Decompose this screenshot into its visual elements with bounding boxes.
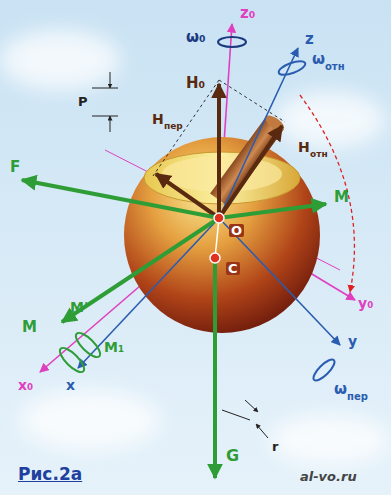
- omega-label: ω: [312, 52, 325, 67]
- force-label: F: [10, 160, 20, 175]
- figure-caption: Рис.2а: [18, 466, 82, 483]
- clouds: [0, 30, 390, 465]
- momentum-label: H₀: [186, 76, 205, 91]
- subscript: отн: [325, 62, 345, 72]
- omega-label: ω₀: [186, 30, 206, 45]
- moment-label: M: [22, 320, 37, 335]
- subscript: пер: [347, 392, 368, 402]
- force-vectors: [22, 180, 326, 478]
- axis-label: z: [305, 32, 314, 47]
- dimension-label: r: [272, 440, 278, 453]
- o-c-link: [215, 218, 219, 258]
- axis-label: x₀: [18, 378, 33, 392]
- moment-label: M: [334, 190, 349, 205]
- subscript: пер: [164, 122, 183, 131]
- axis-label: y₀: [358, 296, 373, 310]
- dimension-label: P: [78, 95, 88, 108]
- moment-label: M₁: [104, 340, 124, 354]
- point-o: [214, 213, 224, 223]
- axis-label: y: [348, 334, 357, 348]
- gyro-rod: [210, 113, 287, 207]
- momentum-vectors: [156, 84, 282, 218]
- dimension-p: [92, 72, 118, 132]
- point-label: O: [229, 224, 244, 237]
- momentum-label: H: [298, 140, 310, 154]
- watermark: al-vo.ru: [300, 470, 357, 483]
- momentum-label: H: [152, 112, 164, 126]
- omega-label: ω: [334, 382, 347, 397]
- angle-arc: [300, 95, 354, 292]
- dimension-r: [222, 400, 268, 438]
- point-label: C: [226, 262, 240, 275]
- point-c: [210, 253, 220, 263]
- subscript: отн: [310, 150, 328, 159]
- gyro-sphere: [124, 137, 320, 333]
- fixed-axes: [40, 24, 355, 372]
- axis-label: x: [66, 378, 75, 392]
- rotation-rings: [56, 37, 337, 383]
- force-label: G: [226, 448, 239, 464]
- axis-label: z₀: [240, 6, 255, 21]
- moment-label: M': [70, 300, 88, 314]
